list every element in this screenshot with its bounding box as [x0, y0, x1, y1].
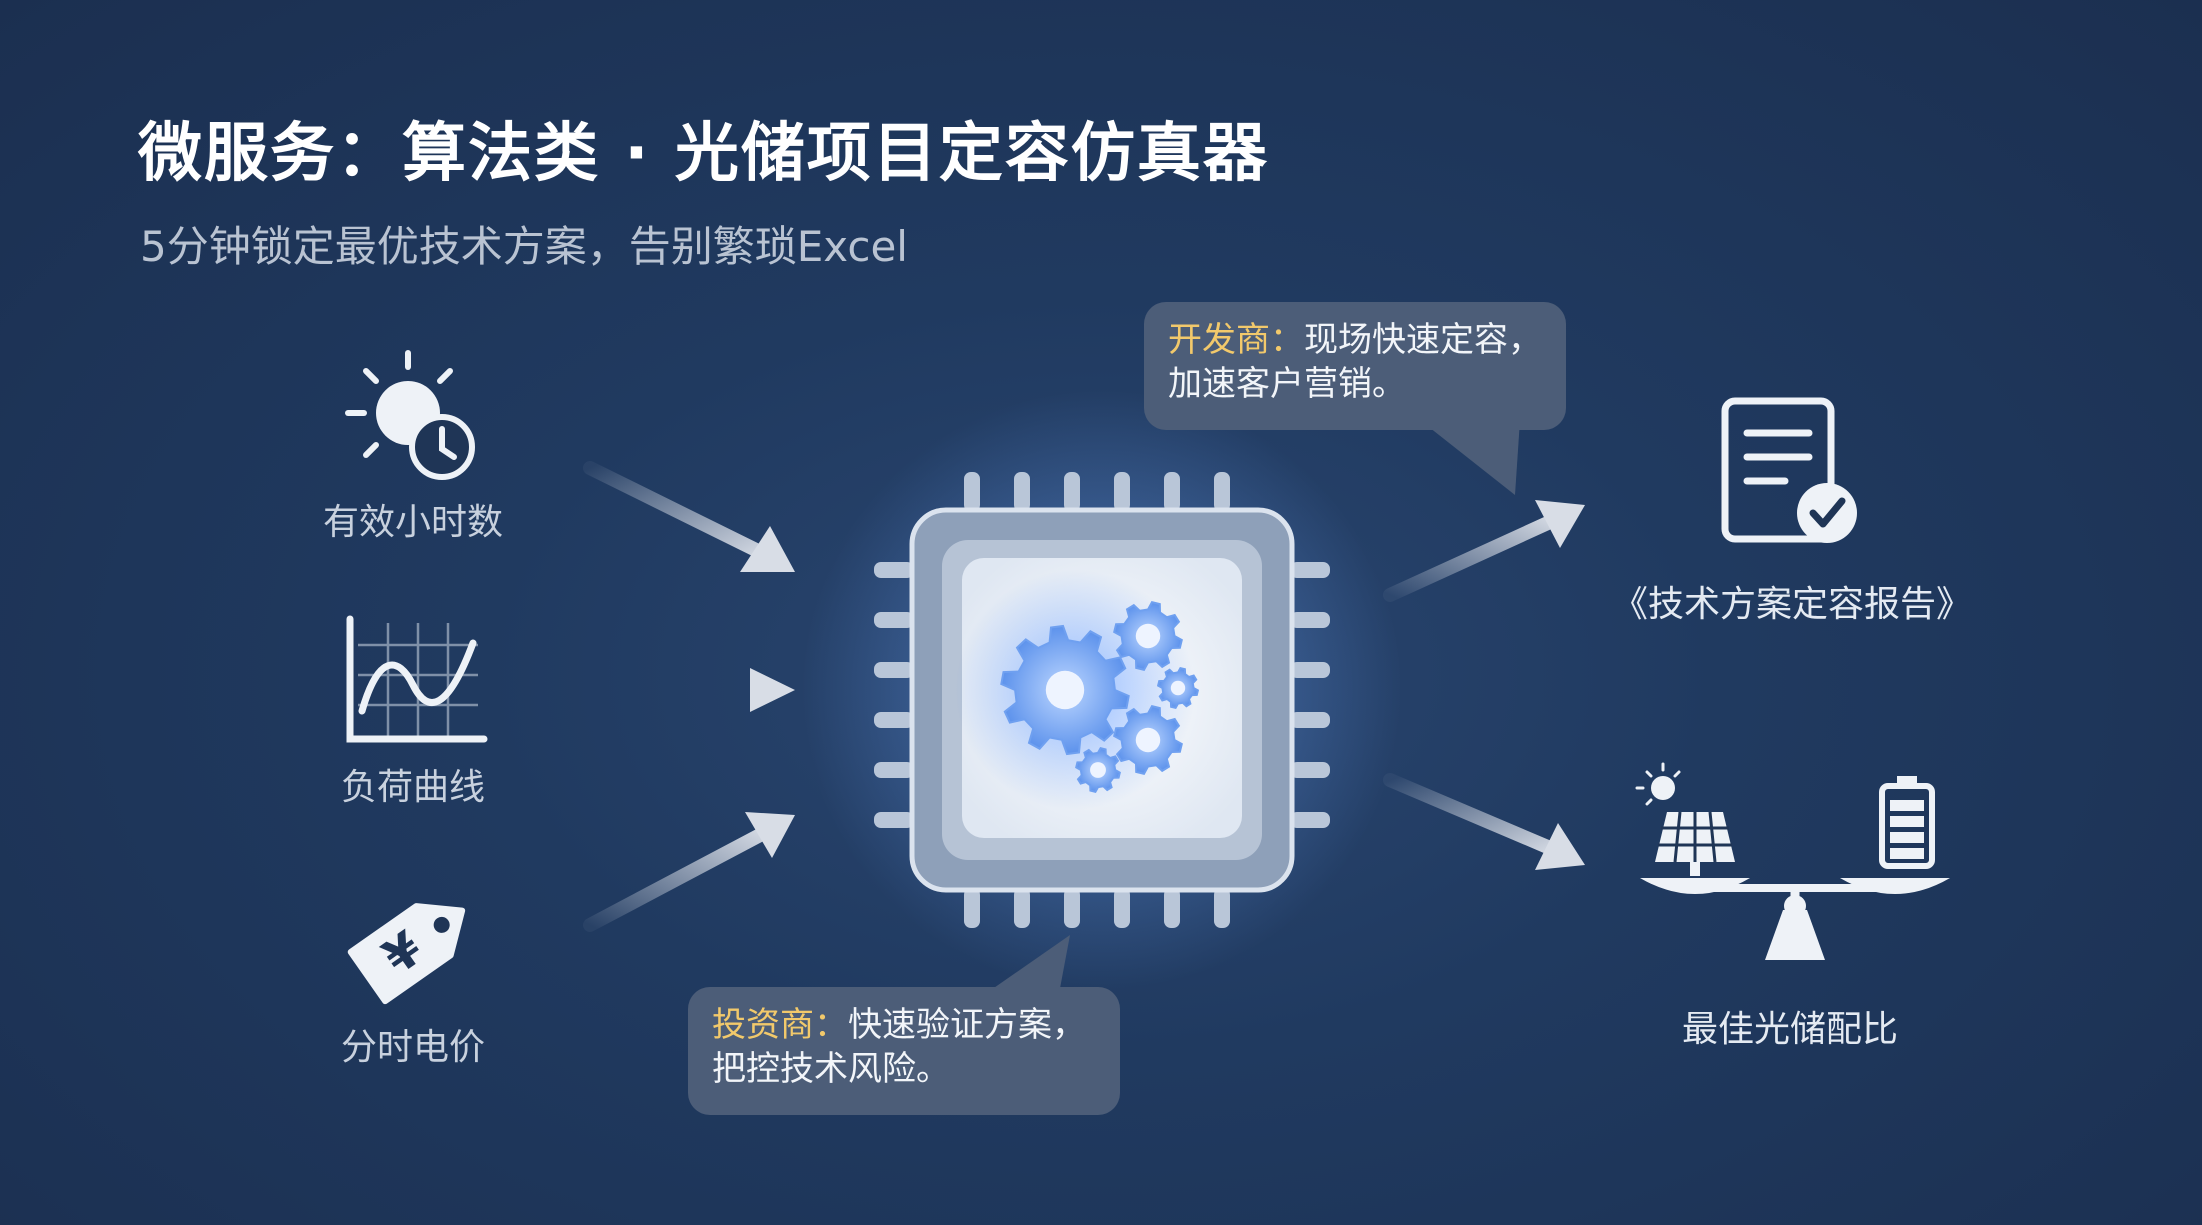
- investor-role: 投资商：: [712, 1005, 848, 1045]
- page-subtitle: 5分钟锁定最优技术方案，告别繁琐Excel: [140, 222, 908, 271]
- yuan-price-tag-icon: ¥: [347, 903, 466, 1005]
- page-title: 微服务：算法类 · 光储项目定容仿真器: [138, 117, 1269, 191]
- developer-line1: 现场快速定容，: [1304, 320, 1542, 360]
- input-load-curve: 负荷曲线: [283, 615, 543, 810]
- solar-battery-balance-icon: [1635, 762, 1950, 960]
- investor-line2: 把控技术风险。: [712, 1049, 950, 1089]
- investor-callout: 投资商：快速验证方案， 把控技术风险。: [688, 987, 1120, 1115]
- document-check-icon: [1721, 397, 1857, 543]
- input-arrow-2: [568, 668, 795, 712]
- output-label-report: 《技术方案定容报告》: [1611, 584, 1972, 625]
- input-label-tou-price: 分时电价: [340, 1027, 485, 1068]
- output-arrow-1: [1383, 500, 1585, 602]
- input-effective-hours: 有效小时数: [283, 345, 543, 545]
- developer-line2: 加速客户营销。: [1168, 364, 1406, 404]
- input-tou-price: ¥ 分时电价: [283, 880, 543, 1070]
- investor-line1: 快速验证方案，: [848, 1005, 1086, 1045]
- cpu-chip-gears-icon: [802, 390, 1402, 990]
- input-label-effective-hours: 有效小时数: [322, 502, 503, 543]
- sun-clock-icon: [345, 350, 475, 480]
- input-arrow-1: [583, 461, 795, 572]
- line-chart-icon: [346, 615, 488, 743]
- developer-callout-tail: [1420, 420, 1520, 495]
- output-arrow-2: [1383, 773, 1585, 870]
- developer-callout: 开发商：现场快速定容， 加速客户营销。: [1144, 302, 1566, 430]
- output-label-optimal-ratio: 最佳光储配比: [1681, 1009, 1898, 1050]
- developer-role: 开发商：: [1168, 320, 1304, 360]
- input-arrow-3: [583, 812, 795, 932]
- input-label-load-curve: 负荷曲线: [340, 767, 485, 808]
